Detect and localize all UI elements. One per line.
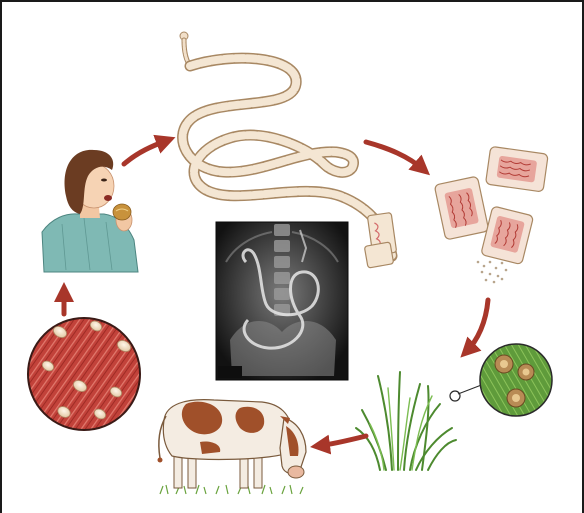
- arrow-proglottids-to-grass: [466, 300, 488, 352]
- cow-icon: [158, 400, 307, 494]
- eggs-on-grass-icon: [356, 344, 552, 470]
- arrow-worm-to-proglottids: [366, 142, 424, 170]
- arrow-human-to-worm: [124, 140, 168, 164]
- human-eating-food-icon: [42, 150, 138, 272]
- abdominal-xray-icon: [216, 222, 348, 380]
- proglottid-segments-icon: [434, 146, 548, 283]
- arrow-grass-to-cow: [318, 436, 366, 446]
- muscle-cyst-icon: [28, 318, 140, 430]
